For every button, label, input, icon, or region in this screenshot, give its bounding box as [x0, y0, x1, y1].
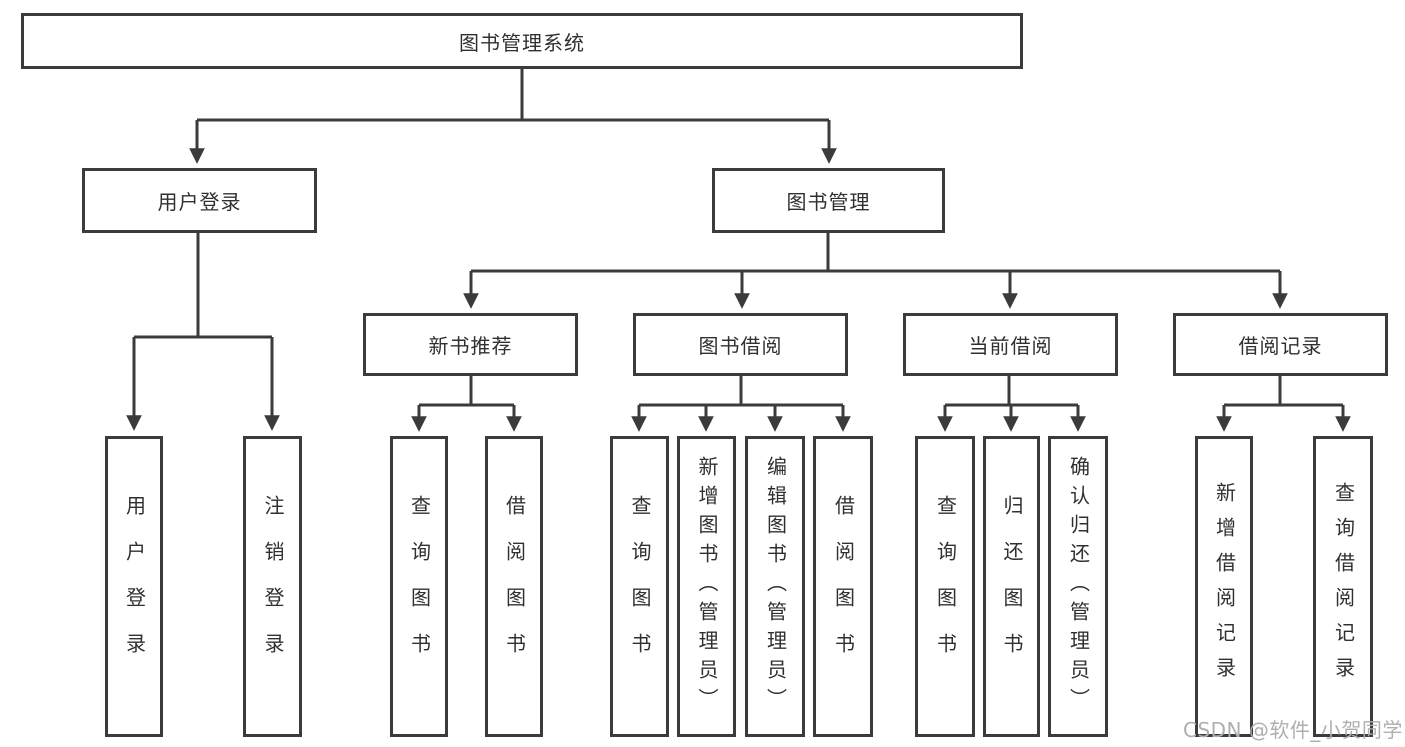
node-current-borrow: 当前借阅	[903, 313, 1118, 376]
leaf-label: 注销登录	[261, 494, 285, 679]
leaf-query-books: 查询图书	[610, 436, 669, 737]
leaf-query-books: 查询图书	[390, 436, 448, 737]
leaf-return-books: 归还图书	[983, 436, 1040, 737]
leaf-label: 查询借阅记录	[1331, 481, 1356, 692]
node-root-label: 图书管理系统	[459, 30, 585, 55]
node-label: 新书推荐	[428, 334, 513, 358]
node-new-book-recommend: 新书推荐	[363, 313, 578, 376]
leaf-label: 确认归还（管理员）	[1066, 456, 1091, 717]
node-label: 用户登录	[157, 190, 242, 214]
leaf-label: 归还图书	[1000, 494, 1024, 679]
leaf-add-borrow-record: 新增借阅记录	[1195, 436, 1253, 737]
node-label: 当前借阅	[968, 334, 1053, 358]
node-borrow-records: 借阅记录	[1173, 313, 1388, 376]
leaf-label: 借阅图书	[831, 494, 856, 679]
leaf-user-login: 用户登录	[105, 436, 163, 737]
node-book-borrow: 图书借阅	[633, 313, 848, 376]
node-label: 图书借阅	[698, 334, 783, 358]
leaf-logout: 注销登录	[243, 436, 302, 737]
leaf-label: 新增借阅记录	[1212, 481, 1237, 692]
leaf-label: 编辑图书（管理员）	[763, 456, 788, 717]
csdn-watermark: CSDN @软件_小贺同学	[1183, 718, 1403, 742]
leaf-label: 借阅图书	[502, 494, 527, 679]
leaf-label: 查询图书	[933, 494, 958, 679]
leaf-add-books-admin: 新增图书（管理员）	[677, 436, 736, 737]
leaf-label: 用户登录	[122, 494, 147, 679]
leaf-borrow-books: 借阅图书	[485, 436, 543, 737]
leaf-query-borrow-record: 查询借阅记录	[1313, 436, 1373, 737]
leaf-confirm-return-admin: 确认归还（管理员）	[1048, 436, 1108, 737]
node-user-login: 用户登录	[82, 168, 317, 233]
node-book-management: 图书管理	[712, 168, 945, 233]
leaf-query-books: 查询图书	[915, 436, 975, 737]
leaf-label: 查询图书	[628, 494, 652, 679]
leaf-borrow-books: 借阅图书	[813, 436, 873, 737]
node-label: 借阅记录	[1238, 334, 1323, 358]
leaf-label: 查询图书	[407, 494, 432, 679]
node-label: 图书管理	[786, 190, 871, 214]
leaf-edit-books-admin: 编辑图书（管理员）	[745, 436, 805, 737]
leaf-label: 新增图书（管理员）	[695, 456, 719, 717]
node-root: 图书管理系统	[21, 13, 1023, 69]
